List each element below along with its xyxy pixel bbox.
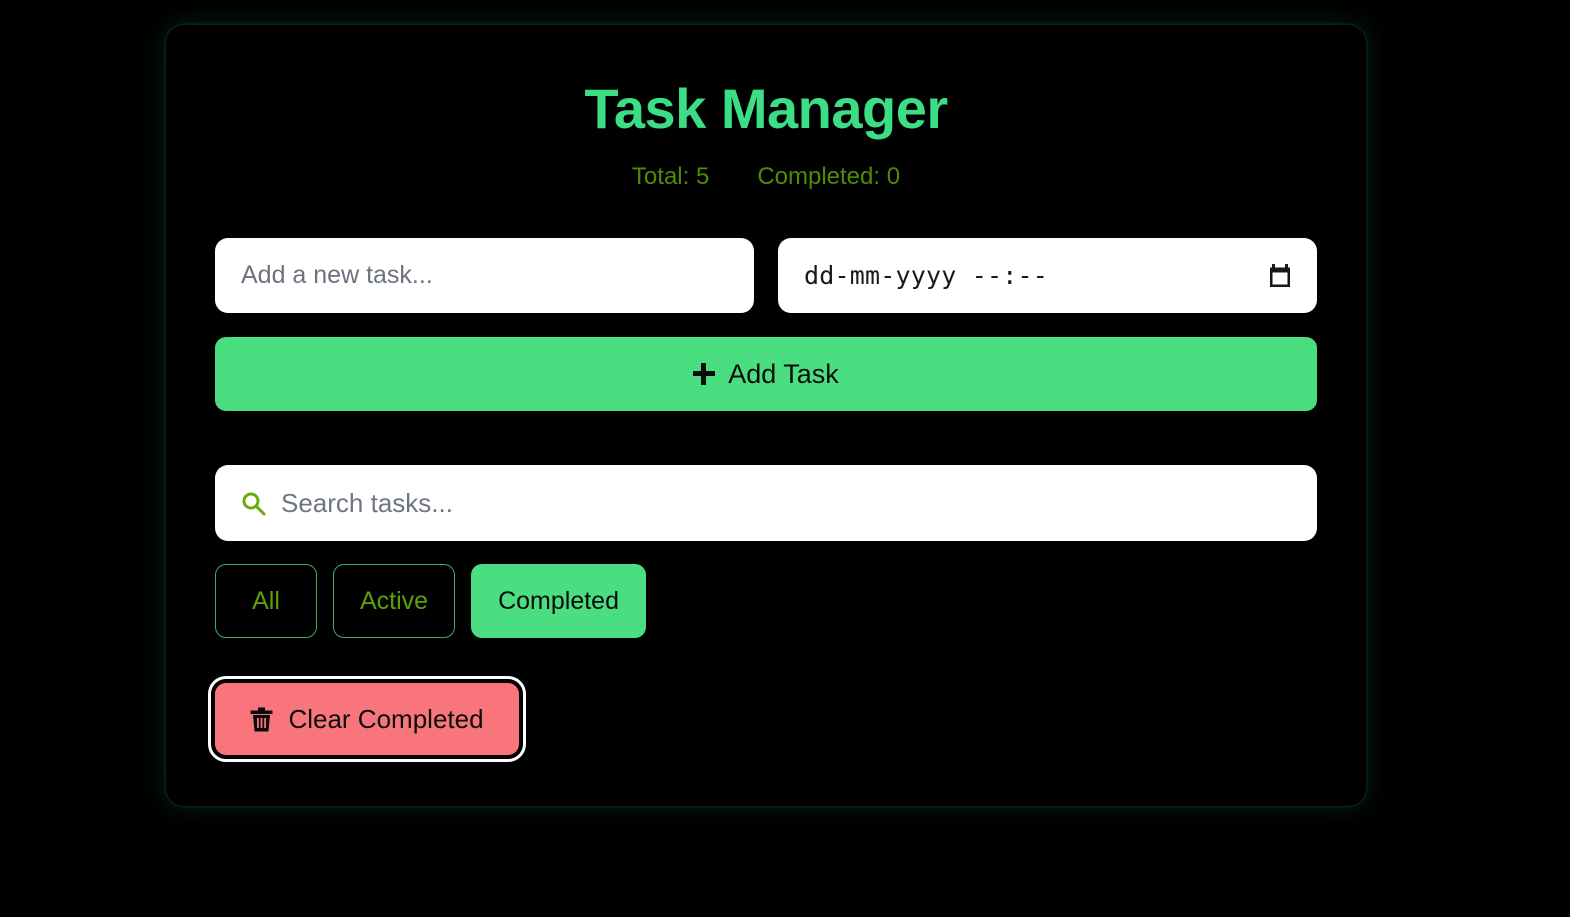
search-field[interactable] [215, 465, 1317, 541]
total-count-label: Total: 5 [631, 163, 710, 190]
completed-count-label: Completed: 0 [757, 163, 901, 190]
add-task-button-label: Add Task [728, 358, 839, 389]
task-stats: Total: 5 Completed: 0 [215, 163, 1317, 191]
card-content: Task Manager Total: 5 Completed: 0 dd-mm… [208, 25, 1317, 806]
new-task-input[interactable] [215, 238, 754, 313]
clear-completed-label: Clear Completed [288, 703, 484, 734]
clear-completed-button[interactable]: Clear Completed [208, 676, 526, 762]
due-date-field[interactable]: dd-mm-yyyy --:-- [778, 238, 1317, 313]
filter-active-button[interactable]: Active [333, 564, 456, 638]
page-title: Task Manager [584, 77, 948, 140]
filter-completed-button[interactable]: Completed [471, 564, 646, 638]
filter-button-group: All Active Completed [215, 564, 1317, 638]
calendar-icon[interactable] [1269, 263, 1291, 288]
plus-icon [693, 363, 716, 385]
clear-completed-row: Clear Completed [208, 676, 1317, 762]
filter-all-button[interactable]: All [215, 564, 317, 638]
due-date-placeholder-text: dd-mm-yyyy --:-- [804, 261, 1049, 290]
search-icon [241, 491, 266, 516]
task-manager-card: Task Manager Total: 5 Completed: 0 dd-mm… [166, 25, 1366, 806]
add-task-row: dd-mm-yyyy --:-- [215, 238, 1317, 313]
search-input[interactable] [279, 465, 1291, 541]
trash-icon [250, 707, 273, 732]
add-task-button[interactable]: Add Task [215, 337, 1317, 411]
